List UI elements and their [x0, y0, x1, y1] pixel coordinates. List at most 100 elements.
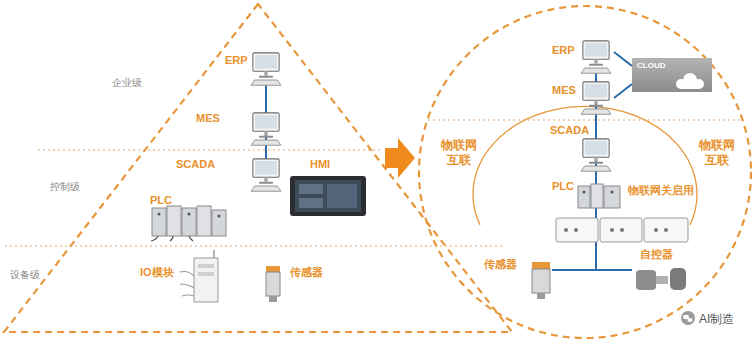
watermark-icon — [681, 311, 695, 325]
computer-icon — [581, 139, 611, 171]
computer-icon — [251, 159, 281, 191]
sensor-icon — [266, 266, 280, 302]
label-slot: 物联网 互联 — [698, 138, 736, 168]
level-divider — [38, 150, 380, 151]
sensor-plug — [269, 296, 277, 302]
led — [158, 213, 161, 216]
plc-module — [167, 206, 181, 236]
cable — [180, 272, 194, 297]
level-label: 设备级 — [10, 268, 40, 282]
plc-node: PLC — [548, 178, 624, 214]
watermark-badge — [681, 311, 695, 325]
computer-node: SCADA — [548, 122, 614, 174]
sensor-body — [266, 272, 280, 296]
io-module-node: IO模块 — [136, 252, 228, 312]
plc-module — [152, 208, 166, 236]
level-label: 控制级 — [50, 180, 80, 194]
node-label: HMI — [310, 158, 330, 171]
plc-module — [182, 208, 196, 236]
node-label: SCADA — [176, 158, 215, 171]
node-label: MES — [196, 112, 220, 125]
gateway-module — [556, 218, 598, 242]
plc-icon — [578, 184, 620, 208]
computer-node: MES — [192, 104, 284, 150]
node-label: 传感器 — [290, 266, 323, 279]
actuator-connector — [656, 276, 668, 284]
plc-module — [212, 210, 226, 236]
sensor-node: 传感器 — [480, 254, 552, 302]
plc-node: PLC — [146, 192, 232, 242]
port — [620, 228, 624, 232]
node-label: ERP — [552, 44, 575, 57]
watermark: AI制造 — [699, 311, 734, 328]
network-connector — [614, 52, 632, 66]
gateway-module — [600, 218, 642, 242]
label-slot: 物联网 互联 — [440, 138, 478, 168]
connector-group — [266, 52, 632, 270]
sensor-node: 传感器 — [262, 258, 334, 304]
node-label: CLOUD — [637, 61, 665, 71]
plc-icon — [151, 206, 226, 241]
led — [218, 215, 221, 218]
iot-gateway-icon — [556, 218, 688, 242]
level-divider — [5, 246, 505, 247]
node-label: ERP — [225, 54, 248, 67]
transition-arrow — [385, 138, 415, 178]
cloud-icon — [632, 58, 712, 92]
computer-icon — [581, 41, 611, 73]
computer-node: ERP — [222, 50, 284, 94]
hmi-icon — [290, 176, 366, 216]
node-label: PLC — [150, 194, 172, 207]
plc-module — [578, 186, 590, 208]
hmi-widget — [299, 198, 323, 208]
computer-node: ERP — [548, 38, 614, 77]
node-label: 自控器 — [640, 248, 673, 261]
hmi-frame — [290, 176, 366, 216]
level-divider — [428, 120, 742, 121]
led — [583, 191, 586, 194]
iot-label: 物联网 互联 — [698, 138, 736, 168]
computer-node: SCADA — [172, 154, 284, 196]
led — [188, 213, 191, 216]
network-connector — [265, 150, 267, 154]
plc-module — [591, 184, 603, 208]
antenna — [213, 250, 215, 258]
sensor-cap — [266, 266, 280, 272]
io-module-icon — [180, 250, 218, 302]
actuator-icon — [636, 268, 686, 290]
sensor-body — [532, 269, 550, 293]
io-port — [198, 264, 214, 268]
hmi-widget — [327, 184, 357, 208]
led — [611, 191, 614, 194]
level-label: 企业级 — [112, 76, 142, 90]
node-label: MES — [552, 84, 576, 97]
watermark-bubble — [683, 315, 689, 319]
iot-circle-outline — [419, 6, 751, 338]
computer-icon — [251, 53, 281, 85]
network-connector — [595, 118, 597, 122]
label-slot: AI制造 — [699, 311, 734, 328]
iot-label: 物联网 互联 — [440, 138, 478, 168]
hmi-screen — [295, 180, 361, 212]
sensor-cap — [532, 262, 550, 269]
network-connector — [614, 84, 632, 98]
label-slot: 企业级 — [112, 76, 142, 90]
network-connector — [595, 77, 597, 79]
port — [610, 228, 614, 232]
gateway-module — [644, 218, 688, 242]
pyramid-outline — [4, 4, 512, 332]
network-connector — [265, 94, 267, 104]
label-slot: 设备级 — [10, 268, 40, 282]
network-connector — [552, 269, 632, 271]
iot-arc — [473, 106, 697, 225]
sensor-icon — [532, 262, 550, 299]
actuator-body — [670, 268, 686, 290]
label-slot: 控制级 — [50, 180, 80, 194]
gateway-label: 物联网关启用 — [628, 184, 694, 198]
network-connector — [595, 174, 597, 178]
label-slot: 物联网关启用 — [628, 184, 694, 198]
